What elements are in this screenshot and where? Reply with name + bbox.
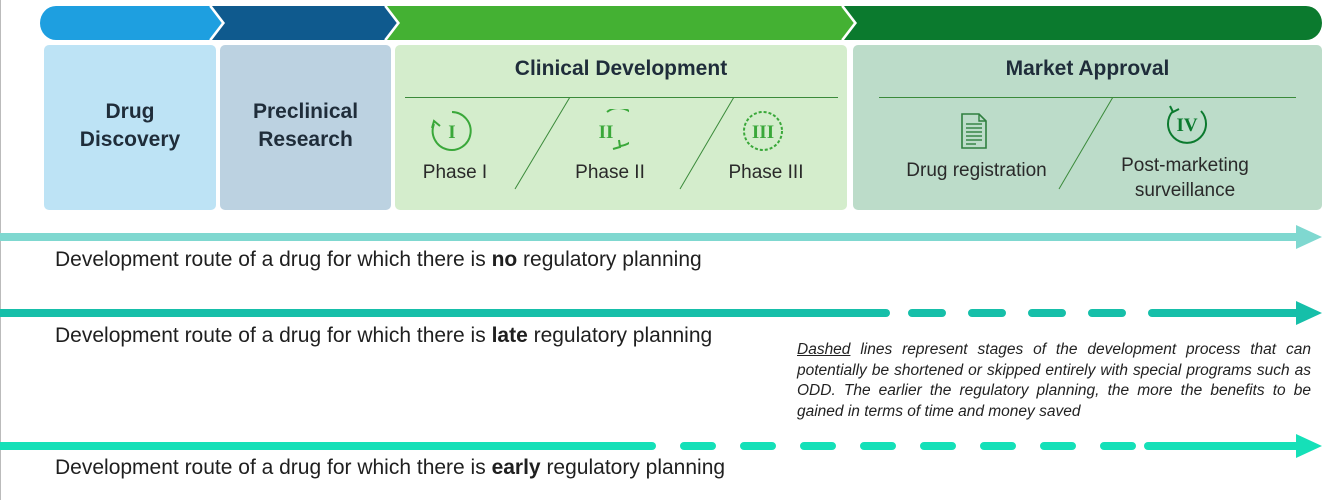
divider	[405, 97, 838, 98]
chevron-market	[844, 6, 1322, 40]
svg-text:II: II	[599, 122, 614, 143]
stage-preclinical-research: Preclinical Research	[220, 45, 391, 210]
left-border	[0, 0, 1, 500]
stage-drug-discovery: Drug Discovery	[44, 45, 216, 210]
divider	[879, 97, 1296, 98]
stage-clinical-development: Clinical Development I Phase I II Phase …	[395, 45, 847, 210]
phase-three-icon: III	[743, 111, 783, 151]
svg-text:III: III	[752, 122, 774, 143]
phase-two-icon: II	[599, 109, 629, 150]
route-arrow-late-planning	[0, 301, 1322, 325]
stage-title: Drug Discovery	[79, 100, 181, 151]
stage-title: Market Approval	[1005, 57, 1170, 80]
phase-two-label: Phase II	[575, 162, 645, 183]
phase-separators	[514, 97, 735, 190]
document-icon	[961, 113, 987, 149]
route-caption-early: Development route of a drug for which th…	[55, 456, 726, 479]
item-separator	[1058, 97, 1114, 190]
phase-one-icon: I	[431, 111, 472, 151]
route-caption-late: Development route of a drug for which th…	[55, 324, 713, 347]
svg-text:IV: IV	[1176, 115, 1197, 136]
stage-chevron-bar	[40, 6, 1322, 40]
stage-title: Clinical Development	[514, 57, 728, 80]
drug-registration-label: Drug registration	[906, 160, 1047, 181]
post-marketing-label: Post-marketing surveillance	[1121, 155, 1249, 201]
phase-one-label: Phase I	[422, 162, 488, 183]
route-arrow-early-planning	[0, 434, 1322, 458]
chevron-clinical	[387, 6, 855, 40]
chevron-preclinical	[212, 6, 398, 40]
svg-text:I: I	[448, 122, 455, 143]
stage-market-approval: Market Approval Drug registration IV Pos…	[853, 45, 1322, 210]
route-caption-no: Development route of a drug for which th…	[55, 248, 702, 271]
chevron-discovery	[40, 6, 223, 40]
route-arrow-no-planning	[0, 225, 1322, 249]
phase-three-label: Phase III	[728, 162, 804, 183]
dashed-lines-note: Dashed lines represent stages of the dev…	[797, 341, 1311, 420]
stage-title: Preclinical Research	[252, 100, 359, 151]
phase-four-icon: IV	[1167, 105, 1207, 144]
